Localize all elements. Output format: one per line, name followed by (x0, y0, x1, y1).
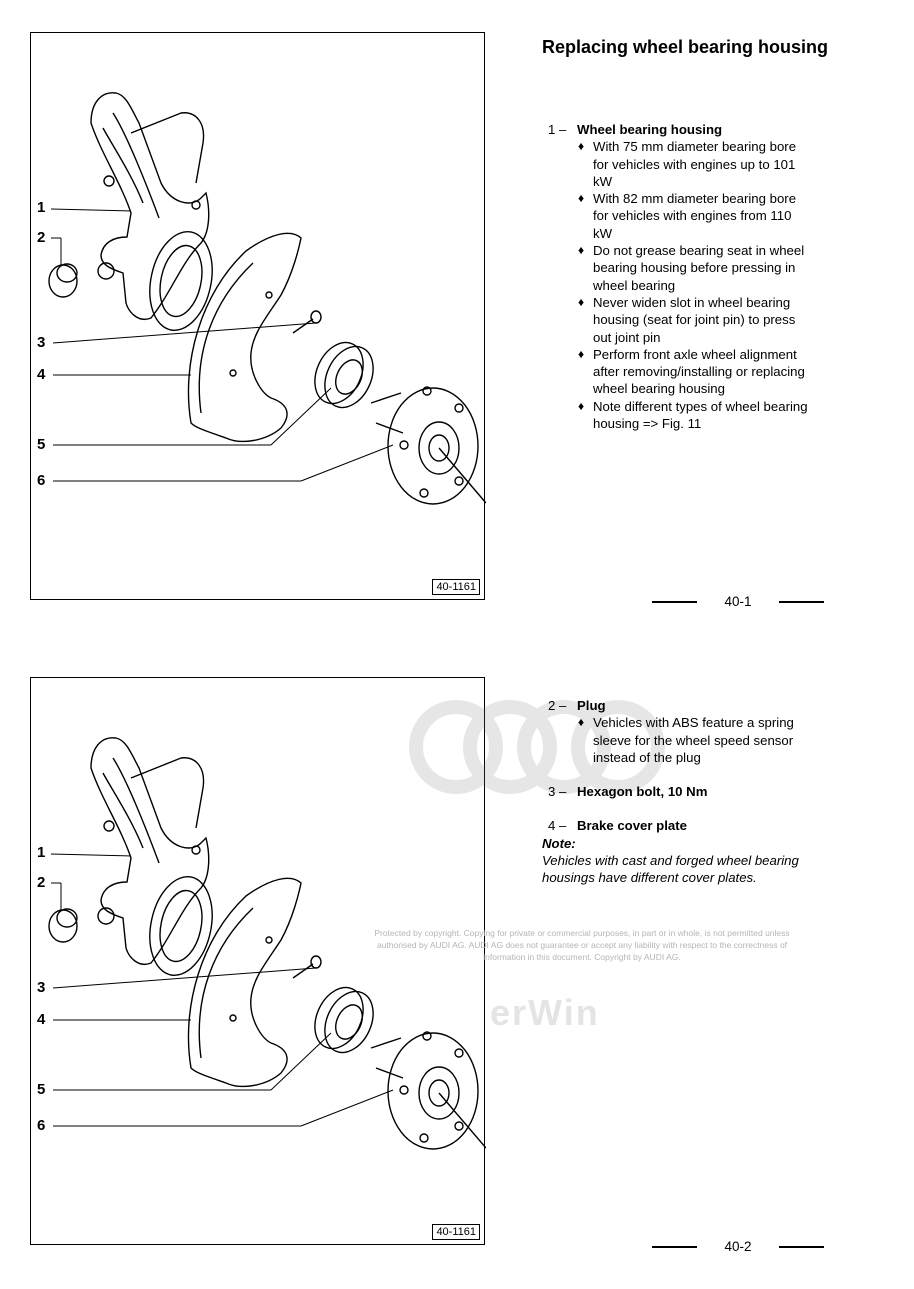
note-text: Vehicles with cast and forged wheel bear… (542, 853, 799, 886)
page-number-1: 40-1 (652, 594, 824, 609)
item-label: Hexagon bolt, 10 Nm (577, 784, 708, 800)
item-dash: – (559, 784, 567, 800)
callout-2: 2 (37, 874, 46, 891)
callout-4: 4 (37, 1011, 46, 1028)
bullet-text: Do not grease bearing seat in wheel bear… (593, 243, 805, 293)
list-item-4: 4 – Brake cover plate (548, 817, 808, 834)
copyright-watermark: Protected by copyright. Copying for priv… (374, 928, 790, 962)
callout-6: 6 (37, 1117, 46, 1134)
callout-5: 5 (37, 1081, 46, 1098)
page-number-text: 40-2 (724, 1239, 752, 1254)
item-list-page-1: 1 – Wheel bearing housing ♦ With 75 mm di… (548, 121, 808, 432)
bullet-item: ♦ With 82 mm diameter bearing bore for ve… (578, 190, 808, 242)
bullet-item: ♦ Never widen slot in wheel bearing housi… (578, 294, 808, 346)
page-title: Replacing wheel bearing housing (542, 37, 829, 57)
callout-3: 3 (37, 979, 46, 996)
item-list-page-2: 2 – Plug ♦ Vehicles with ABS feature a sp… (542, 697, 808, 887)
bullet-item: ♦ Vehicles with ABS feature a spring slee… (578, 714, 808, 766)
exploded-view-figure-2: 1 2 3 4 5 6 40-1161 (30, 677, 486, 1245)
bullet-text: Perform front axle wheel alignment after… (593, 346, 805, 397)
diamond-bullet-icon: ♦ (578, 398, 585, 413)
wheel-bearing-assembly-drawing (48, 737, 486, 1150)
callout-1: 1 (37, 844, 46, 861)
rule-right (779, 600, 824, 603)
bullet-text: With 82 mm diameter bearing bore for veh… (593, 191, 797, 241)
callout-6: 6 (37, 472, 46, 489)
item-dash: – (559, 818, 567, 834)
callout-3: 3 (37, 334, 46, 351)
item-number: 3 (548, 784, 556, 800)
bullet-item: ♦ Perform front axle wheel alignment afte… (578, 346, 808, 398)
list-item-3: 3 – Hexagon bolt, 10 Nm (548, 783, 808, 800)
page-number-2: 40-2 (652, 1239, 824, 1254)
bullet-text: Never widen slot in wheel bearing housin… (593, 294, 796, 345)
page-number-text: 40-1 (724, 594, 752, 609)
figure-id-label: 40-1161 (432, 1224, 480, 1240)
bullet-text: Vehicles with ABS feature a spring sleev… (593, 715, 794, 765)
item-number: 2 (548, 698, 556, 713)
note-heading: Note: (542, 835, 576, 851)
bullet-item: ♦ With 75 mm diameter bearing bore for ve… (578, 138, 808, 190)
item-label: Wheel bearing housing (577, 122, 723, 137)
wheel-bearing-assembly-drawing (48, 92, 486, 505)
diamond-bullet-icon: ♦ (578, 139, 585, 154)
item-label: Brake cover plate (577, 818, 687, 834)
diamond-bullet-icon: ♦ (578, 294, 585, 309)
item-number: 1 (548, 122, 556, 137)
bullet-text: With 75 mm diameter bearing bore for veh… (593, 139, 797, 189)
audi-rings-watermark-icon (409, 700, 665, 794)
diamond-bullet-icon: ♦ (578, 346, 585, 361)
erwin-watermark: erWin (490, 992, 600, 1033)
diamond-bullet-icon: ♦ (578, 715, 585, 730)
item-dash: – (559, 122, 567, 137)
callout-2: 2 (37, 229, 46, 246)
callout-1: 1 (37, 199, 46, 216)
bullet-item: ♦ Note different types of wheel bearing h… (578, 398, 808, 433)
rule-right (779, 1245, 824, 1248)
diamond-bullet-icon: ♦ (578, 243, 585, 258)
figure-id-label: 40-1161 (432, 579, 480, 595)
list-item-2: 2 – Plug (548, 697, 808, 714)
rule-left (652, 600, 697, 603)
list-item-1: 1 – Wheel bearing housing (548, 121, 808, 138)
exploded-view-figure-1: 1 2 3 4 5 6 40-1161 (30, 32, 486, 600)
item-number: 4 (548, 818, 556, 834)
bullet-text: Note different types of wheel bearing ho… (593, 398, 808, 432)
item-dash: – (559, 698, 567, 713)
item-label: Plug (577, 698, 606, 713)
callout-5: 5 (37, 436, 46, 453)
bullet-item: ♦ Do not grease bearing seat in wheel bea… (578, 242, 808, 294)
rule-left (652, 1245, 697, 1248)
diamond-bullet-icon: ♦ (578, 191, 585, 206)
callout-4: 4 (37, 366, 46, 383)
